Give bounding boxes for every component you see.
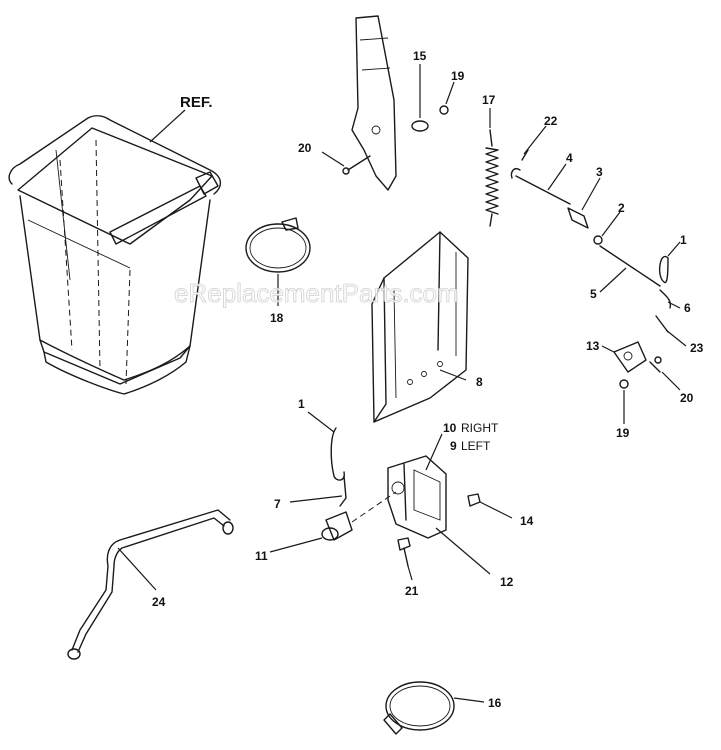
callout-8: 8: [476, 375, 483, 389]
ref-label: REF.: [180, 94, 213, 111]
callout-17: 17: [482, 93, 496, 107]
callout-23: 23: [690, 341, 704, 355]
pin-22: [521, 149, 529, 161]
callout-14: 14: [520, 514, 534, 528]
callout-1-left: 1: [298, 397, 305, 411]
callout-19-right: 19: [616, 426, 630, 440]
leader-2: [601, 211, 621, 237]
callout-24: 24: [152, 595, 166, 609]
latch-plate-9-10: [387, 455, 447, 539]
callout-4: 4: [566, 151, 573, 165]
leader-21: [407, 565, 413, 581]
leader-1-right: [667, 241, 681, 257]
spring-17: [485, 129, 499, 227]
nut-19-right: [619, 379, 629, 389]
leader-24: [117, 547, 157, 591]
leader-19-top: [445, 81, 455, 105]
bracket-8: [371, 231, 469, 423]
callout-10: 10: [443, 421, 457, 435]
collar-2: [593, 235, 603, 245]
leader-14: [479, 501, 513, 519]
rod-4: [515, 175, 571, 205]
callout-7: 7: [274, 497, 281, 511]
callout-20-top: 20: [298, 141, 312, 155]
grass-bag: [8, 115, 221, 395]
clamp-16: [383, 681, 455, 735]
rod-5: [599, 245, 661, 287]
link-23: [655, 315, 669, 333]
leader-20-top: [321, 151, 345, 167]
callout-1-right: 1: [680, 233, 687, 247]
callout-6: 6: [684, 301, 691, 315]
callout-16: 16: [488, 696, 502, 710]
callout-19-top: 19: [451, 69, 465, 83]
callout-13: 13: [586, 339, 600, 353]
ref-leader: [149, 109, 186, 143]
leader-13: [601, 345, 615, 353]
leader-8: [439, 369, 467, 381]
bolt-20-top: [347, 155, 371, 171]
label-left: LEFT: [461, 439, 491, 453]
clamp-18: [245, 217, 311, 273]
upper-mounting-plate: [351, 15, 397, 191]
leader-20-right: [661, 371, 681, 391]
nut-19-top: [439, 105, 449, 115]
leader-11: [269, 537, 323, 553]
leader-23: [665, 329, 687, 347]
nut-14: [467, 493, 481, 507]
callout-21: 21: [405, 584, 419, 598]
leader-4: [547, 163, 567, 191]
leader-1-left: [307, 411, 335, 433]
leader-3: [581, 177, 601, 211]
label-right: RIGHT: [461, 421, 499, 435]
washer-15: [411, 120, 429, 132]
plate-13: [613, 341, 647, 373]
callout-18: 18: [270, 311, 284, 325]
callout-12: 12: [500, 575, 514, 589]
callout-22: 22: [544, 114, 558, 128]
clip-6: [659, 289, 672, 309]
sleeve-3: [567, 207, 589, 229]
leader-16: [453, 697, 485, 703]
pin-1-left: [330, 427, 345, 481]
leader-22: [523, 125, 547, 155]
leader-9-10: [425, 433, 443, 471]
leader-5: [599, 267, 627, 293]
leader-7: [289, 495, 343, 503]
pin-1-right: [658, 255, 669, 284]
plunger-11: [321, 511, 353, 541]
callout-11: 11: [255, 549, 268, 563]
callout-20-right: 20: [680, 391, 694, 405]
leader-6: [667, 301, 681, 309]
rod-24: [67, 509, 234, 660]
bolt-20-right: [649, 361, 661, 373]
callout-9: 9: [450, 439, 457, 453]
callout-2: 2: [618, 201, 625, 215]
bolt-21: [397, 537, 411, 567]
watermark: eReplacementParts.com: [174, 278, 459, 308]
leader-12: [435, 527, 491, 575]
callout-15: 15: [413, 49, 427, 63]
callout-3: 3: [596, 165, 603, 179]
spring-pin-7: [339, 475, 347, 507]
callout-5: 5: [590, 287, 597, 301]
